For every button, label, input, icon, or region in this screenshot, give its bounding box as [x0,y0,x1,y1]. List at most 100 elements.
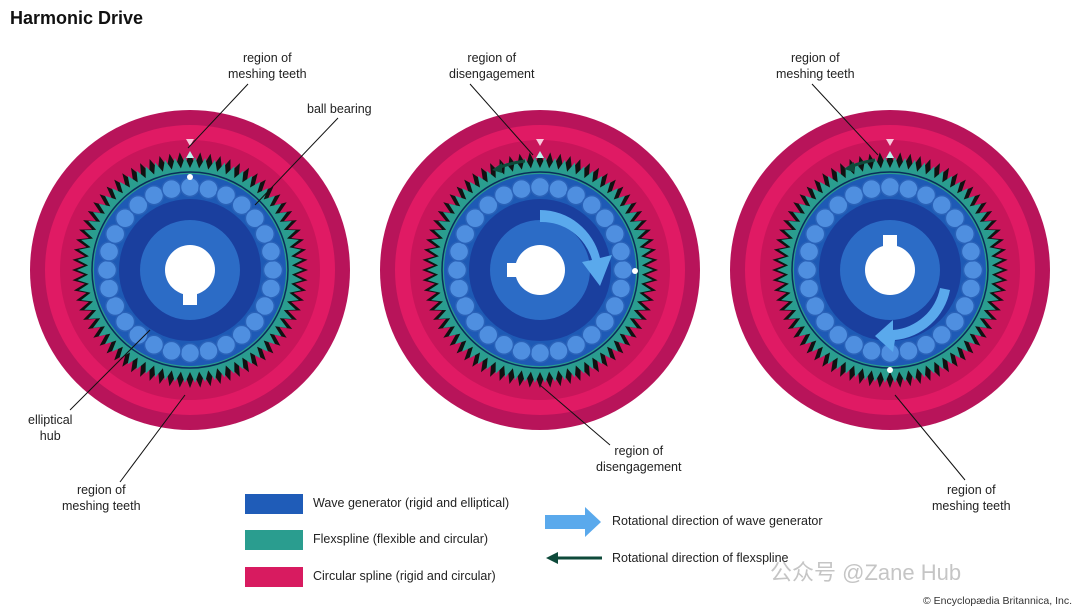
ball-bearing [114,208,136,229]
legend-wave-arrow-icon [545,507,601,537]
ball-bearing [594,208,616,229]
ball-bearing [231,194,252,216]
ball-bearing [828,194,849,216]
wave-generator-arrow-icon [540,210,612,286]
ball-bearing [529,342,551,364]
legend-wave-direction: Rotational direction of wave generator [612,514,823,528]
marker-outer-triangle [536,139,544,146]
ball-bearing [898,178,919,200]
ball-bearing [610,241,632,262]
ball-bearing [581,324,602,346]
ball-bearing [254,295,276,317]
ball-bearing [804,223,826,245]
ball-bearing [262,259,284,281]
ball-bearing [954,223,976,245]
wave-generator-arrow-icon [875,288,950,352]
keyway [183,285,197,305]
ball-bearing [446,259,468,281]
ball-bearing [581,194,602,216]
leader-line [119,394,186,483]
ball-bearing [944,311,966,332]
keyway [507,263,527,277]
ball-bearing [548,340,569,362]
ball-bearing [960,241,982,262]
ball-bearing [231,324,252,346]
page-title: Harmonic Drive [10,8,144,28]
ball-marker [632,268,638,274]
flexspline-arrow-head-icon [492,163,502,173]
ball-bearing [604,223,626,245]
legend-swatch-wave-generator [245,494,303,514]
copyright-credit: © Encyclopædia Britannica, Inc. [923,595,1072,607]
marker-outer-triangle [886,139,894,146]
ball-bearing [879,176,901,198]
ball-bearing [954,295,976,317]
ball-bearing [861,178,882,200]
legend-swatch-flexspline [245,530,303,550]
ball-bearing [198,340,219,362]
ball-bearing [804,295,826,317]
legend-swatch-circular-spline [245,567,303,587]
ball-bearing [565,334,587,356]
ball-bearing [511,178,532,200]
legend-flexspline: Flexspline (flexible and circular) [313,532,489,546]
keyway [883,235,897,255]
legend-wave-generator: Wave generator (rigid and elliptical) [313,496,510,510]
ball-bearing [828,324,849,346]
ball-bearing [493,184,515,206]
legend-circular-spline: Circular spline (rigid and circular) [313,569,496,583]
shaft-hole [515,245,565,295]
ball-bearing [448,241,470,262]
label-ball-bearing: ball bearing [307,102,372,116]
marker-inner-triangle [536,151,544,158]
ball-bearing [114,311,136,332]
leader-line [469,83,534,156]
ball-bearing [944,208,966,229]
ball-bearing [260,241,282,262]
ball-bearing [915,184,937,206]
ball-bearing [529,176,551,198]
ball-bearing [604,295,626,317]
ball-bearing [565,184,587,206]
ball-bearing [98,278,120,299]
watermark: 公众号 @Zane Hub [770,560,962,585]
ball-bearing [454,295,476,317]
ball-bearing [128,194,149,216]
ball-bearing [493,334,515,356]
ball-bearing [478,194,499,216]
marker-inner-triangle [186,151,194,158]
ball-bearing [594,311,616,332]
legend-flexspline-arrow-head-icon [546,552,558,564]
ball-bearing [464,208,486,229]
ball-bearing [161,178,182,200]
ball-bearing [143,184,165,206]
ball-bearing [143,334,165,356]
ball-bearing [96,259,118,281]
ball-bearing [179,342,201,364]
marker-inner-triangle [886,151,894,158]
legend-flexspline-direction: Rotational direction of flexspline [612,551,789,565]
ball-bearing [511,340,532,362]
ball-bearing [260,278,282,299]
leader-line [539,384,611,446]
ball-bearing [454,223,476,245]
ball-bearing [962,259,984,281]
marker-outer-triangle [186,139,194,146]
ball-bearing [98,241,120,262]
shaft-hole [165,245,215,295]
ball-bearing [464,311,486,332]
flexspline-arrow-head-icon [844,162,854,172]
ball-bearing [448,278,470,299]
shaft-hole [865,245,915,295]
ball-bearing [612,259,634,281]
leader-line [69,329,151,411]
ball-bearing [128,324,149,346]
